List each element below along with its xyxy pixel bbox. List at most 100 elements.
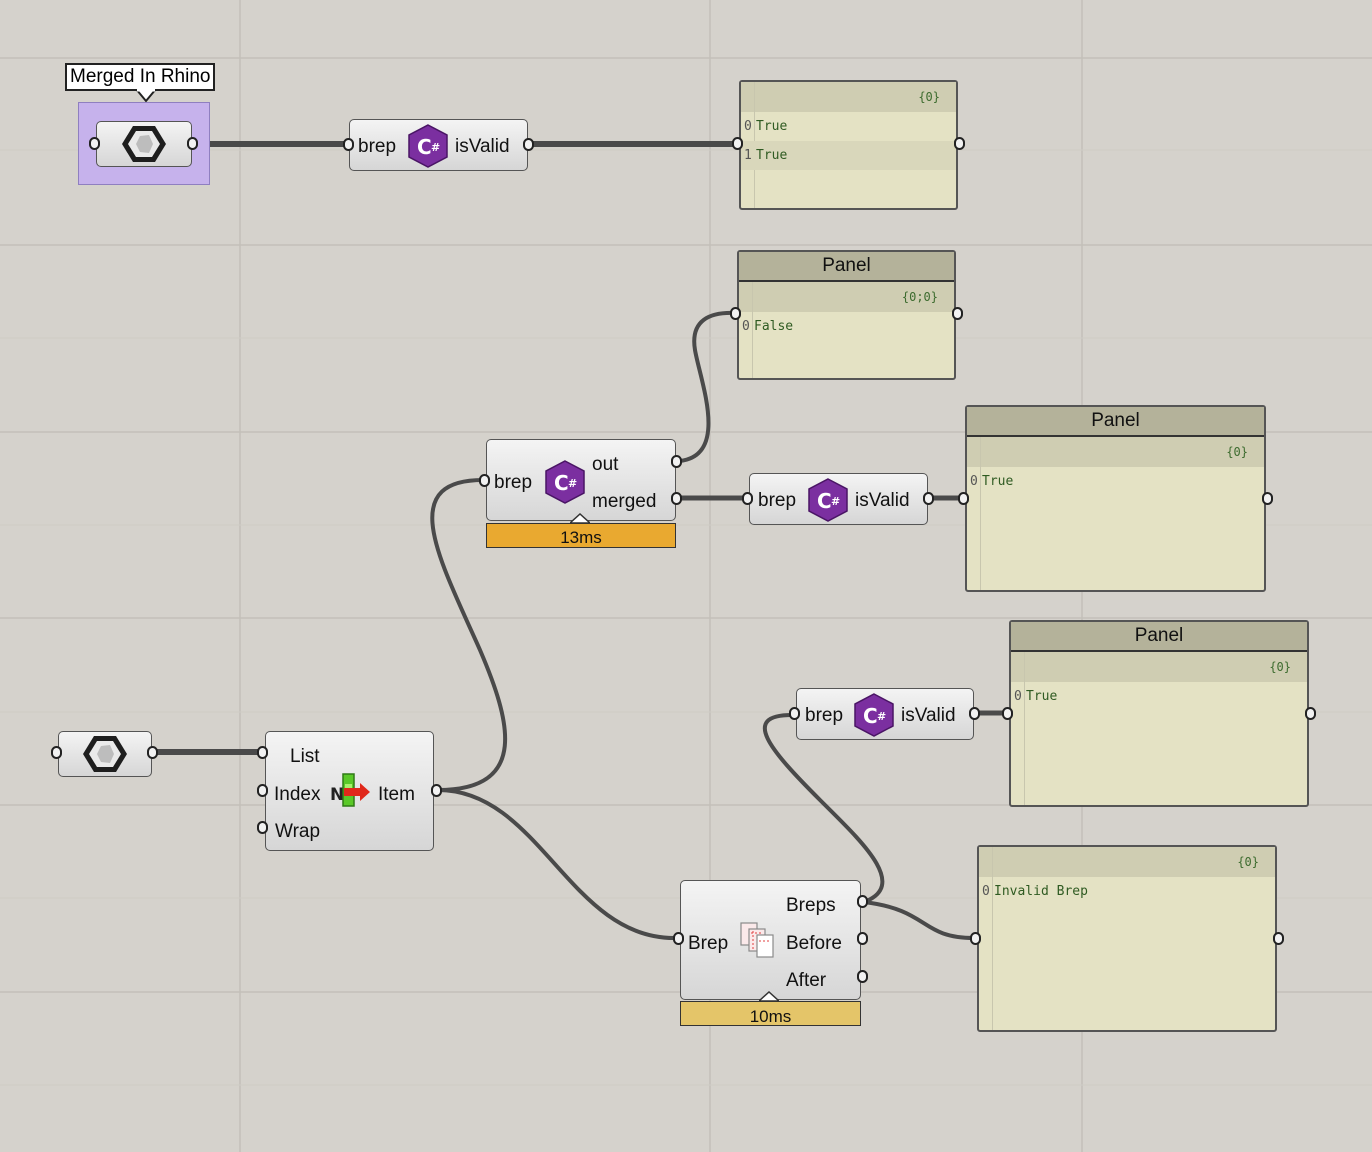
input-index-label: Index: [274, 784, 321, 805]
list-item-component[interactable]: List Index Wrap N Item: [265, 731, 434, 851]
panel-branch-path: {0}: [741, 82, 956, 112]
panel-branch-path: {0}: [979, 847, 1275, 877]
panel-out-output-port[interactable]: [952, 307, 963, 320]
csharp-isvalid-component-2[interactable]: brep C # isValid: [749, 473, 928, 525]
panel-index-divider: [980, 437, 981, 590]
svg-text:C: C: [554, 471, 569, 495]
brep-param-merged-output-port[interactable]: [187, 137, 198, 150]
wrap-input-port[interactable]: [257, 821, 268, 834]
output-breps-label: Breps: [786, 895, 836, 916]
wire-out-to-panel-false: [678, 310, 737, 463]
panel-isvalid-3-output-port[interactable]: [1305, 707, 1316, 720]
history-breps-output-port[interactable]: [857, 895, 868, 908]
brep-param-source[interactable]: [58, 731, 152, 777]
panel-title: Panel: [967, 407, 1264, 437]
panel-isvalid-1-output-port[interactable]: [954, 137, 965, 150]
history-after-output-port[interactable]: [857, 970, 868, 983]
output-after-label: After: [786, 970, 827, 991]
group-label: Merged In Rhino: [65, 63, 216, 91]
input-brep-label: Brep: [688, 933, 729, 954]
merge-merged-output-port[interactable]: [671, 492, 682, 505]
svg-text:#: #: [568, 477, 577, 490]
group-label-pointer: [136, 89, 156, 103]
isvalid-1-input-port[interactable]: [343, 138, 354, 151]
panel-invalid-input-port[interactable]: [970, 932, 981, 945]
input-wrap-label: Wrap: [275, 821, 321, 842]
panel-isvalid-3-input-port[interactable]: [1002, 707, 1013, 720]
isvalid-2-input-port[interactable]: [742, 492, 753, 505]
brep-param-source-output-port[interactable]: [147, 746, 158, 759]
brep-param-merged-input-port[interactable]: [89, 137, 100, 150]
isvalid-1-output-port[interactable]: [523, 138, 534, 151]
timer-pointer: [759, 991, 779, 1001]
svg-text:#: #: [877, 710, 886, 723]
history-before-output-port[interactable]: [857, 932, 868, 945]
csharp-isvalid-component-3[interactable]: brep C # isValid: [796, 688, 974, 740]
csharp-icon: C #: [808, 478, 848, 522]
isvalid-2-output-port[interactable]: [923, 492, 934, 505]
isvalid-3-input-port[interactable]: [789, 707, 800, 720]
list-input-port[interactable]: [257, 746, 268, 759]
panel-branch-path: {0}: [967, 437, 1264, 467]
csharp-isvalid-component-1[interactable]: brep C # isValid: [349, 119, 528, 171]
svg-text:#: #: [431, 141, 440, 154]
svg-text:#: #: [831, 495, 840, 508]
panel-invalid-output-port[interactable]: [1273, 932, 1284, 945]
list-item-icon: N: [330, 773, 370, 807]
panel-index-divider: [992, 847, 993, 1030]
input-brep-label: brep: [805, 705, 844, 726]
panel-isvalid-2-input-port[interactable]: [958, 492, 969, 505]
brep-param-source-input-port[interactable]: [51, 746, 62, 759]
brep-param-merged[interactable]: [96, 121, 192, 167]
panel-out-input-port[interactable]: [730, 307, 741, 320]
csharp-icon: C #: [545, 460, 585, 504]
csharp-icon: C #: [408, 124, 448, 168]
item-output-port[interactable]: [431, 784, 442, 797]
wire-breps-to-isvalid-3: [762, 713, 885, 904]
brep-history-component[interactable]: Brep Breps Before After: [680, 880, 861, 1000]
svg-text:C: C: [863, 704, 878, 728]
input-brep-label: brep: [758, 490, 797, 511]
merge-input-port[interactable]: [479, 474, 490, 487]
panel-branch-path: {0;0}: [739, 282, 954, 312]
csharp-merge-component[interactable]: brep C # out merged: [486, 439, 676, 521]
panel-isvalid-2-output-port[interactable]: [1262, 492, 1273, 505]
wire-breps-to-panel-invalid: [862, 900, 976, 940]
output-isvalid-label: isValid: [901, 705, 956, 726]
input-brep-label: brep: [494, 472, 533, 493]
csharp-icon: C #: [854, 693, 894, 737]
history-brep-input-port[interactable]: [673, 932, 684, 945]
wire-item-to-history: [436, 788, 678, 941]
input-list-label: List: [290, 746, 320, 767]
brep-param-icon: [122, 126, 166, 162]
panel-title: Panel: [739, 252, 954, 282]
brep-history-icon: [740, 922, 774, 958]
merge-timer: 13ms: [486, 523, 676, 548]
isvalid-3-output-port[interactable]: [969, 707, 980, 720]
output-isvalid-label: isValid: [455, 136, 510, 157]
panel-isvalid-1-input-port[interactable]: [732, 137, 743, 150]
index-input-port[interactable]: [257, 784, 268, 797]
output-item-label: Item: [378, 784, 415, 805]
wire-item-to-merge: [430, 478, 508, 792]
merge-out-output-port[interactable]: [671, 455, 682, 468]
brep-param-icon: [83, 736, 127, 772]
panel-index-divider: [752, 282, 753, 378]
output-out-label: out: [592, 454, 619, 475]
group-label-text: Merged In Rhino: [70, 66, 211, 87]
input-brep-label: brep: [358, 136, 397, 157]
list-item-icon-letter: N: [330, 785, 344, 805]
svg-text:C: C: [817, 489, 832, 513]
